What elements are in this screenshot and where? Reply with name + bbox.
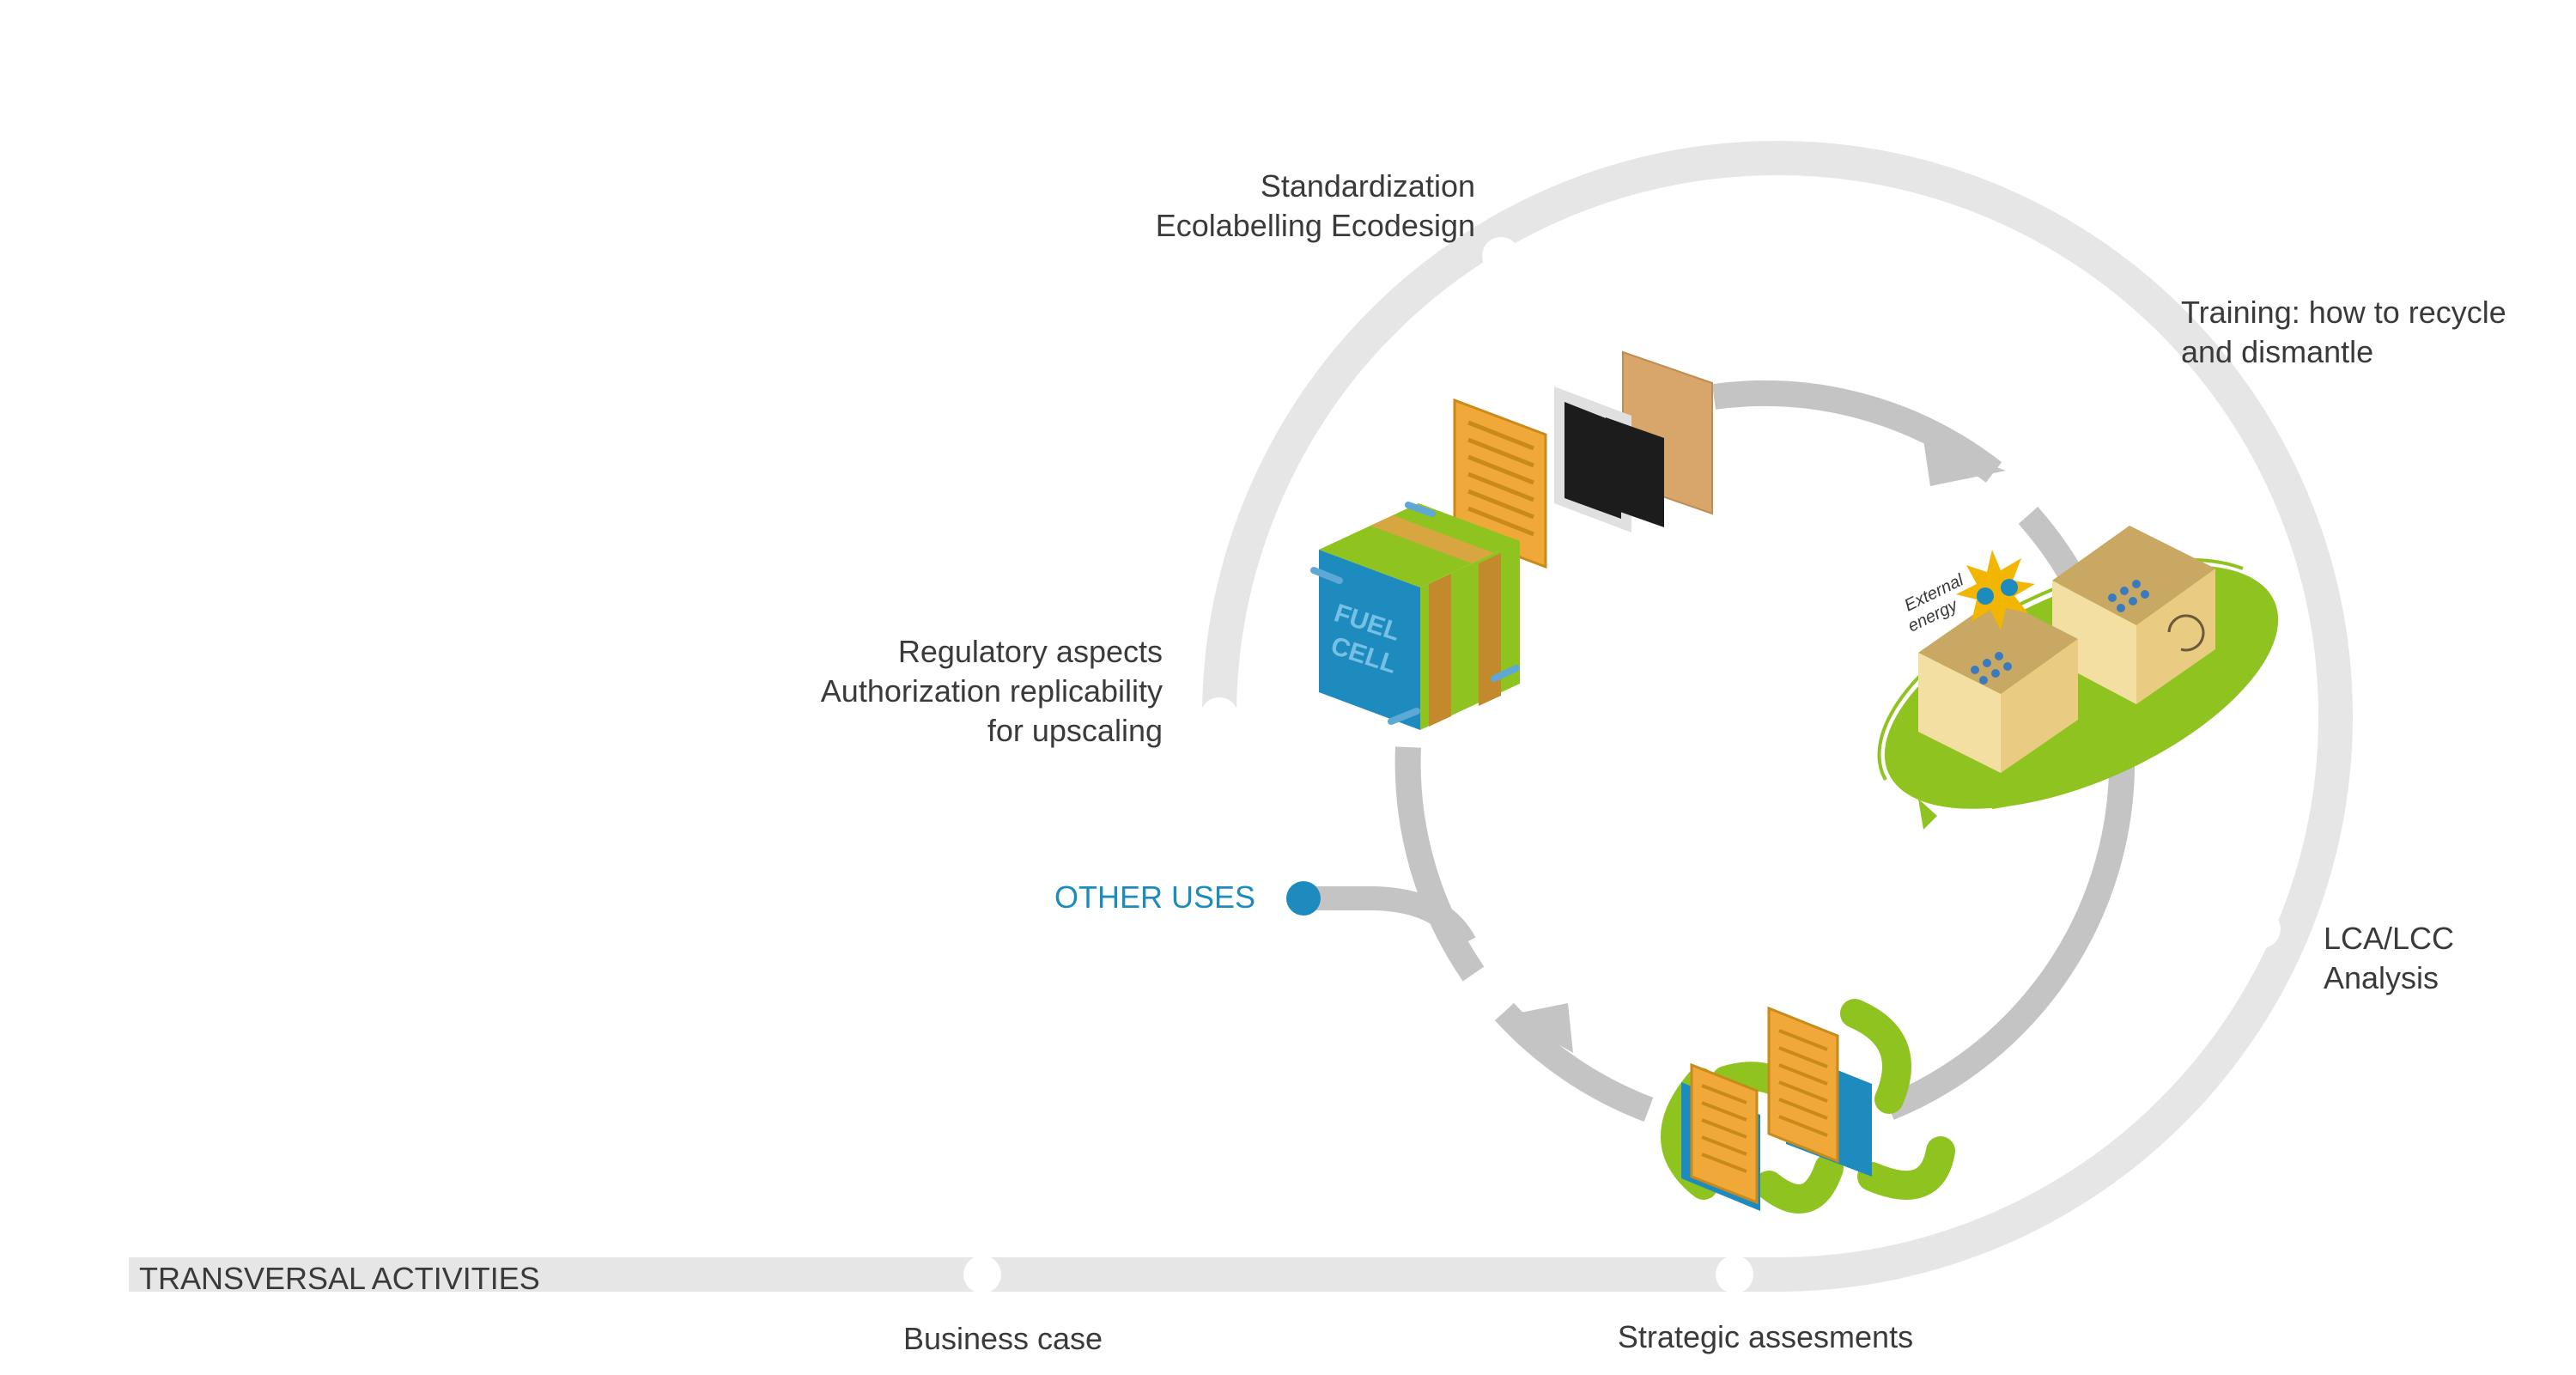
label-regulatory: Regulatory aspects Authorization replica… <box>821 632 1163 751</box>
label-regulatory-line2: Authorization replicability <box>820 673 1163 709</box>
cell-component-plates <box>1554 350 1713 532</box>
node-standardization <box>1482 237 1520 275</box>
label-regulatory-line1: Regulatory aspects <box>897 634 1163 669</box>
label-business-case: Business case <box>902 1321 1103 1356</box>
reuse-cells-icon <box>1661 999 1955 1214</box>
label-training-line2: and dismantle <box>2181 334 2374 369</box>
node-regulatory <box>1200 697 1238 735</box>
other-uses-branch <box>1303 886 1476 950</box>
label-standardization-line1: Standardization <box>1260 168 1475 204</box>
recycling-boxes-icon: External energy <box>1877 526 2279 830</box>
label-regulatory-line3: for upscaling <box>987 713 1163 748</box>
label-standardization: Standardization Ecolabelling Ecodesign <box>1156 167 1475 246</box>
label-training-line1: Training: how to recycle <box>2181 295 2506 330</box>
label-lca-line2: Analysis <box>2324 960 2439 995</box>
label-training: Training: how to recycle and dismantle <box>2181 293 2506 372</box>
node-business-case <box>963 1256 1001 1293</box>
node-training <box>2128 342 2166 380</box>
label-other-uses: OTHER USES <box>1054 879 1255 915</box>
label-transversal-activities: TRANSVERSAL ACTIVITIES <box>139 1261 540 1296</box>
label-lca-line1: LCA/LCC <box>2324 921 2455 956</box>
label-lca: LCA/LCC Analysis <box>2324 919 2454 998</box>
label-standardization-line2: Ecolabelling Ecodesign <box>1155 208 1475 243</box>
other-uses-dot <box>1286 881 1321 916</box>
node-lca <box>2243 910 2281 948</box>
cycle-arrowhead-top <box>1923 440 2006 486</box>
fuel-cell-icon: FUEL CELL <box>1310 502 1520 730</box>
label-strategic-assessments: Strategic assesments <box>1617 1319 1914 1354</box>
bipolar-plate-icon <box>1453 398 1547 569</box>
outer-ring <box>129 141 2353 1292</box>
cycle-arrowhead-bottom <box>1508 1003 1573 1053</box>
node-strategic <box>1716 1256 1753 1293</box>
